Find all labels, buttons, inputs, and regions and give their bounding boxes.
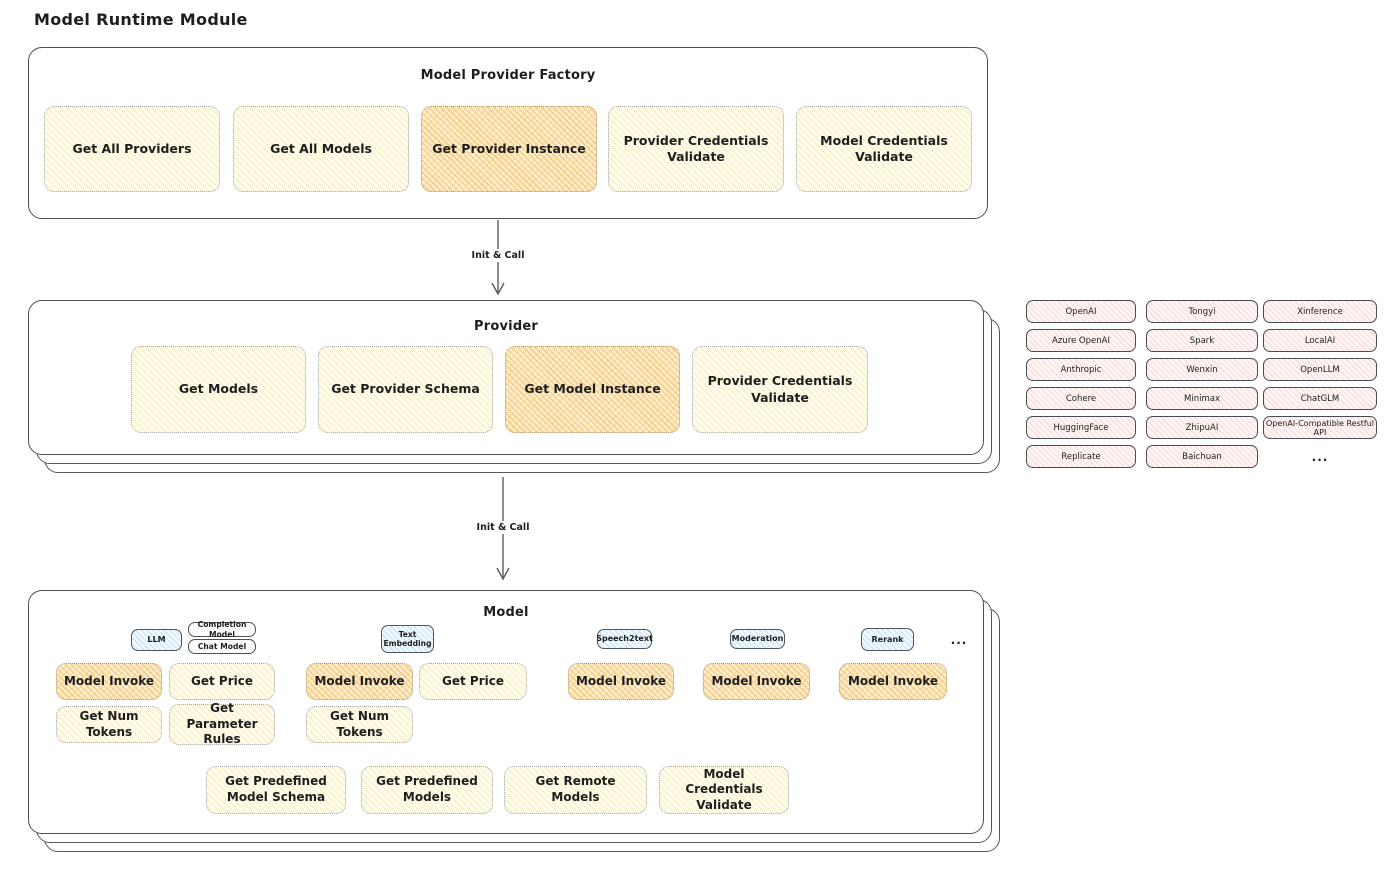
provider-pill-minimax: Minimax (1146, 387, 1258, 410)
speech2text-tag: Speech2text (596, 629, 653, 649)
providers-column-3: Xinference LocalAI OpenLLM ChatGLM OpenA… (1263, 300, 1377, 468)
model-credentials-validate-button-2: Model Credentials Validate (659, 766, 789, 814)
provider-box: Provider Get Models Get Provider Schema … (28, 300, 984, 455)
provider-pill-cohere: Cohere (1026, 387, 1136, 410)
provider-credentials-validate-button: Provider Credentials Validate (608, 106, 784, 192)
get-predefined-model-schema-button: Get Predefined Model Schema (206, 766, 346, 814)
get-predefined-models-button: Get Predefined Models (361, 766, 493, 814)
provider-pill-anthropic: Anthropic (1026, 358, 1136, 381)
llm-model-invoke-button: Model Invoke (56, 663, 162, 700)
moderation-tag: Moderation (730, 629, 785, 649)
init-call-label-2: Init & Call (472, 521, 534, 534)
speech2text-model-invoke-button: Model Invoke (568, 663, 674, 700)
get-provider-schema-button: Get Provider Schema (318, 346, 493, 433)
provider-pill-chatglm: ChatGLM (1263, 387, 1377, 410)
embedding-get-num-tokens-button: Get Num Tokens (306, 706, 413, 743)
model-provider-factory-title: Model Provider Factory (420, 68, 596, 83)
provider-pill-spark: Spark (1146, 329, 1258, 352)
diagram-title: Model Runtime Module (34, 10, 248, 29)
rerank-tag: Rerank (861, 628, 914, 651)
model-box: Model LLM Completion Model Chat Model Te… (28, 590, 984, 834)
provider-pill-baichuan: Baichuan (1146, 445, 1258, 468)
providers-column-2: Tongyi Spark Wenxin Minimax ZhipuAI Baic… (1146, 300, 1258, 468)
provider-pill-tongyi: Tongyi (1146, 300, 1258, 323)
llm-tag: LLM (131, 629, 182, 651)
provider-pill-zhipuai: ZhipuAI (1146, 416, 1258, 439)
provider-pill-openllm: OpenLLM (1263, 358, 1377, 381)
model-provider-factory-box: Model Provider Factory Get All Providers… (28, 47, 988, 219)
provider-pill-openai-compatible: OpenAI-Compatible Restful API (1263, 416, 1377, 439)
model-credentials-validate-button: Model Credentials Validate (796, 106, 972, 192)
rerank-model-invoke-button: Model Invoke (839, 663, 947, 700)
init-call-arrow-1: Init & Call (467, 220, 529, 298)
embedding-model-invoke-button: Model Invoke (306, 663, 413, 700)
completion-model-tag: Completion Model (188, 620, 256, 639)
get-model-instance-button: Get Model Instance (505, 346, 680, 433)
moderation-model-invoke-button: Model Invoke (703, 663, 810, 700)
get-all-models-button: Get All Models (233, 106, 409, 192)
provider-pill-huggingface: HuggingFace (1026, 416, 1136, 439)
providers-column-1: OpenAI Azure OpenAI Anthropic Cohere Hug… (1026, 300, 1136, 468)
init-call-label-1: Init & Call (467, 249, 529, 262)
llm-get-price-button: Get Price (169, 663, 275, 700)
provider-pill-replicate: Replicate (1026, 445, 1136, 468)
embedding-get-price-button: Get Price (419, 663, 527, 700)
get-models-button: Get Models (131, 346, 306, 433)
provider-pill-localai: LocalAI (1263, 329, 1377, 352)
llm-get-num-tokens-button: Get Num Tokens (56, 706, 162, 743)
provider-credentials-validate-button-2: Provider Credentials Validate (692, 346, 868, 433)
chat-model-tag: Chat Model (188, 639, 256, 654)
llm-get-parameter-rules-button: Get Parameter Rules (169, 701, 275, 746)
provider-pill-wenxin: Wenxin (1146, 358, 1258, 381)
provider-pill-openai: OpenAI (1026, 300, 1136, 323)
providers-more-ellipsis: ... (1311, 449, 1329, 464)
provider-title: Provider (474, 319, 538, 334)
get-remote-models-button: Get Remote Models (504, 766, 647, 814)
provider-pill-xinference: Xinference (1263, 300, 1377, 323)
get-provider-instance-button: Get Provider Instance (421, 106, 597, 192)
text-embedding-tag: Text Embedding (381, 625, 434, 653)
provider-pill-azure-openai: Azure OpenAI (1026, 329, 1136, 352)
model-title: Model (483, 605, 529, 620)
model-types-more-ellipsis: ... (950, 633, 968, 647)
get-all-providers-button: Get All Providers (44, 106, 220, 192)
init-call-arrow-2: Init & Call (472, 477, 534, 583)
